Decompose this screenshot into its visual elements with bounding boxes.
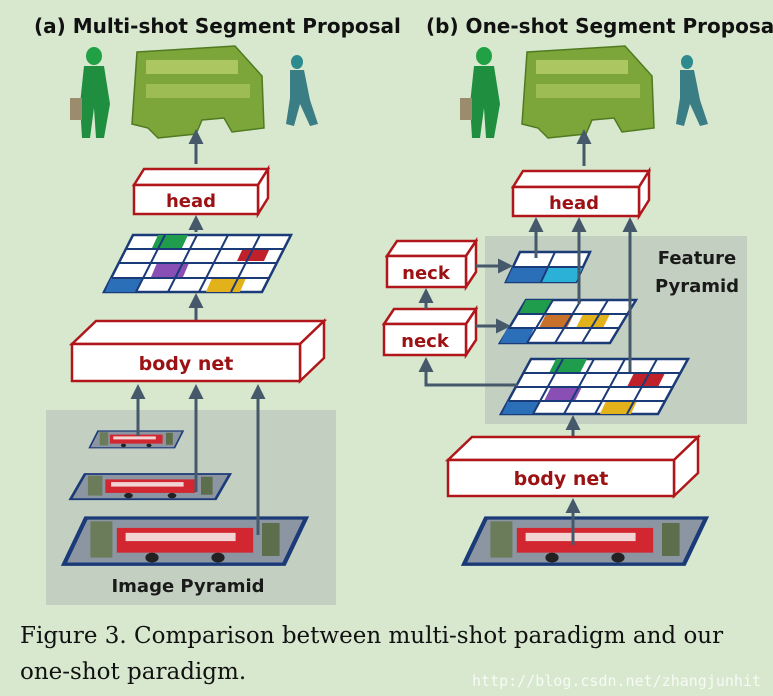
input-image-single (464, 518, 706, 564)
neck-box-bottom: neck (381, 304, 479, 360)
body-net-label-right: body net (514, 468, 609, 490)
image-level-large (64, 518, 306, 564)
body-net-box-left: body net (68, 318, 328, 384)
body-net-box-right: body net (444, 434, 702, 499)
panel-title-one-shot: (b) One-shot Segment Proposal (426, 14, 773, 38)
image-level-medium (69, 472, 232, 501)
output-person-walking-icon-b (676, 55, 708, 126)
neck-box-top: neck (384, 236, 479, 292)
output-person-walking-icon (286, 55, 318, 126)
output-person-left-icon (70, 47, 110, 138)
feature-grid-left (101, 233, 294, 294)
feature-grid-medium (497, 298, 639, 345)
feature-grid-small (504, 250, 592, 284)
head-box-left: head (131, 164, 271, 219)
output-person-left-icon-b (460, 47, 500, 138)
image-level-small (88, 430, 184, 449)
figure-caption: Figure 3. Comparison between multi-shot … (20, 623, 724, 685)
diagram-canvas: head body net Image Pyramid (46, 45, 747, 605)
panel-title-multi-shot: (a) Multi-shot Segment Proposal (34, 14, 401, 38)
feature-pyramid-label-line2: Pyramid (655, 276, 739, 297)
output-bus-mask-icon (131, 45, 265, 139)
image-pyramid-label: Image Pyramid (111, 576, 264, 597)
head-label-right: head (549, 193, 599, 214)
head-box-right: head (510, 166, 652, 221)
body-net-label-left: body net (139, 353, 234, 375)
feature-pyramid-label-line1: Feature (658, 248, 736, 269)
neck-label-top: neck (402, 263, 451, 284)
head-label-left: head (166, 191, 216, 212)
neck-label-bottom: neck (401, 331, 450, 352)
output-bus-mask-icon-b (521, 45, 655, 139)
watermark-url: http://blog.csdn.net/zhangjunhit (472, 672, 761, 690)
feature-grid-large (498, 357, 691, 416)
